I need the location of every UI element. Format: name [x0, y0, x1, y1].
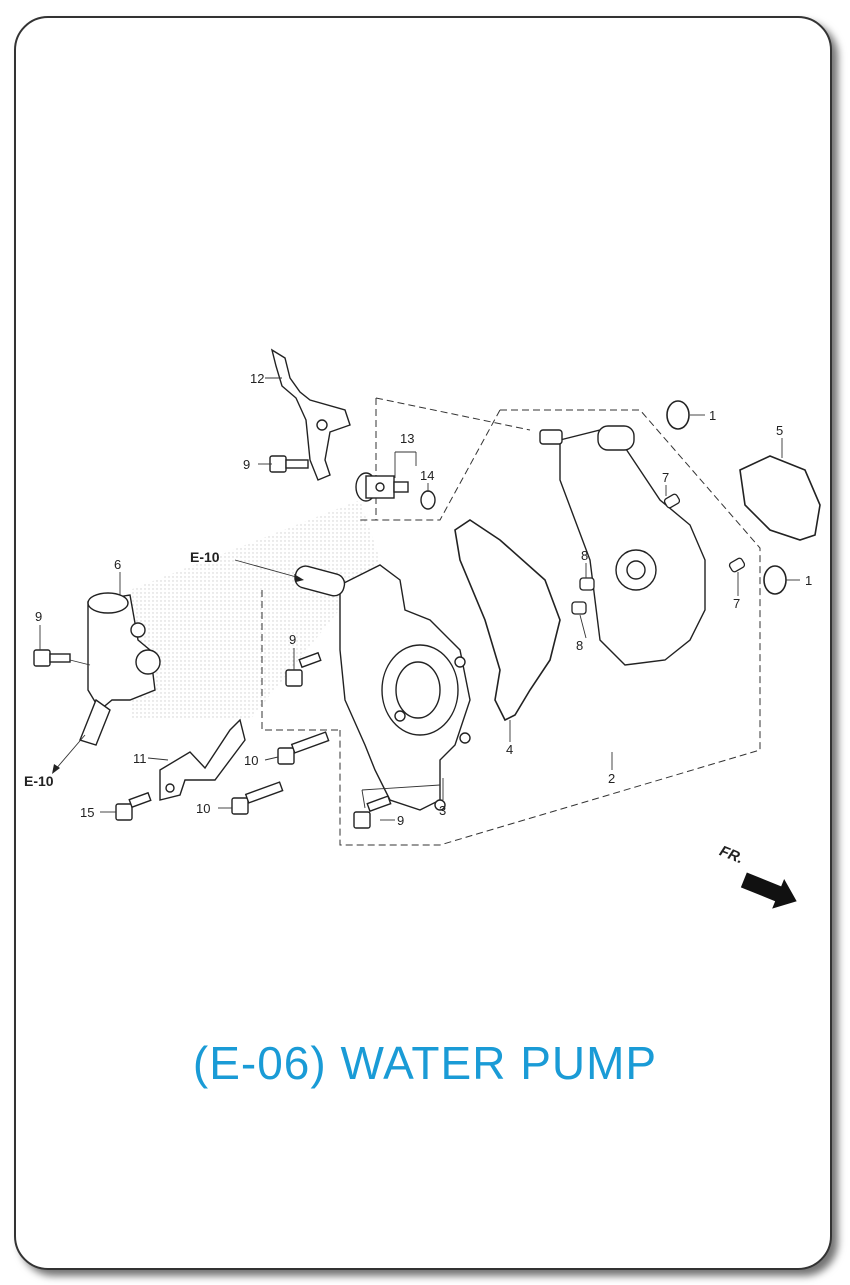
- leader-lines: [39, 377, 800, 821]
- bracket-part-11: [159, 718, 246, 801]
- bolt-9-left: [33, 649, 71, 667]
- page-title: (E-06) WATER PUMP: [192, 1037, 658, 1089]
- callout-2: 2: [608, 771, 615, 786]
- callout-12: 12: [250, 371, 264, 386]
- callout-7-top: 7: [662, 470, 669, 485]
- callout-9-mid: 9: [289, 632, 296, 647]
- bolt-9-top: [269, 455, 309, 473]
- assembly-outline: [261, 397, 761, 846]
- bolt-9-bottom: [353, 795, 392, 829]
- callout-9-bottom: 9: [397, 813, 404, 828]
- callout-4: 4: [506, 742, 513, 757]
- e10-bottom-arrowhead: [52, 764, 60, 774]
- callout-10-lower: 10: [196, 801, 210, 816]
- fr-label: FR.: [717, 843, 746, 868]
- callout-15: 15: [80, 805, 94, 820]
- pump-body-part-2: [539, 425, 706, 666]
- arrow-right-down-icon: [740, 872, 797, 909]
- bolt-10-upper: [277, 731, 330, 765]
- callout-8-bottom: 8: [576, 638, 583, 653]
- callout-10-upper: 10: [244, 753, 258, 768]
- callout-1-top: 1: [709, 408, 716, 423]
- callout-6: 6: [114, 557, 121, 572]
- callout-14: 14: [420, 468, 434, 483]
- bolt-10-lower: [231, 781, 284, 815]
- o-ring-part-1-bottom: [763, 565, 787, 595]
- bolt-9-mid: [285, 651, 322, 687]
- gasket-part-5: [739, 455, 821, 541]
- bolt-15: [115, 791, 152, 821]
- callout-13: 13: [400, 431, 414, 446]
- callout-labels: 12 9 13 14 1 5 7 8 8 7 1 6 9 9 11 10 10 …: [24, 371, 812, 828]
- callout-11: 11: [133, 751, 147, 766]
- callout-1-bottom: 1: [805, 573, 812, 588]
- callout-9-left: 9: [35, 609, 42, 624]
- callout-5: 5: [776, 423, 783, 438]
- e10-top-arrowhead: [294, 574, 304, 582]
- bracket-part-12: [270, 348, 351, 481]
- gasket-part-4: [454, 519, 561, 722]
- dowel-pins: [571, 493, 746, 615]
- callout-3: 3: [439, 803, 446, 818]
- callout-7-bottom: 7: [733, 596, 740, 611]
- pump-cover-part-3: [294, 564, 471, 811]
- background-shading: [130, 500, 380, 720]
- ref-e10-top: E-10: [190, 549, 220, 565]
- callout-8-top: 8: [581, 548, 588, 563]
- thermostat-part-13: [355, 472, 409, 502]
- housing-part-6: [79, 592, 161, 746]
- ref-e10-bottom: E-10: [24, 773, 54, 789]
- callout-9-top: 9: [243, 457, 250, 472]
- o-ring-part-14: [420, 490, 436, 510]
- o-ring-part-1-top: [666, 400, 690, 430]
- front-direction-marker: FR.: [717, 843, 797, 909]
